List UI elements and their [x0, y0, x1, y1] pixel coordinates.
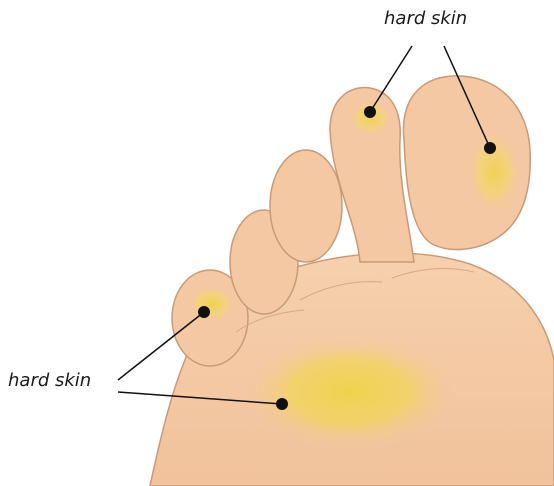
- label-hard-skin-top: hard skin: [384, 10, 467, 28]
- label-hard-skin-left: hard skin: [8, 372, 91, 390]
- marker-dot-ball-of-foot: [276, 398, 288, 410]
- callus-little-toe: [188, 286, 236, 322]
- marker-dot-little-toe: [198, 306, 210, 318]
- marker-dot-big-toe: [484, 142, 496, 154]
- callus-ball-of-foot: [242, 334, 458, 450]
- marker-dot-second-toe: [364, 106, 376, 118]
- toe-3: [270, 150, 342, 262]
